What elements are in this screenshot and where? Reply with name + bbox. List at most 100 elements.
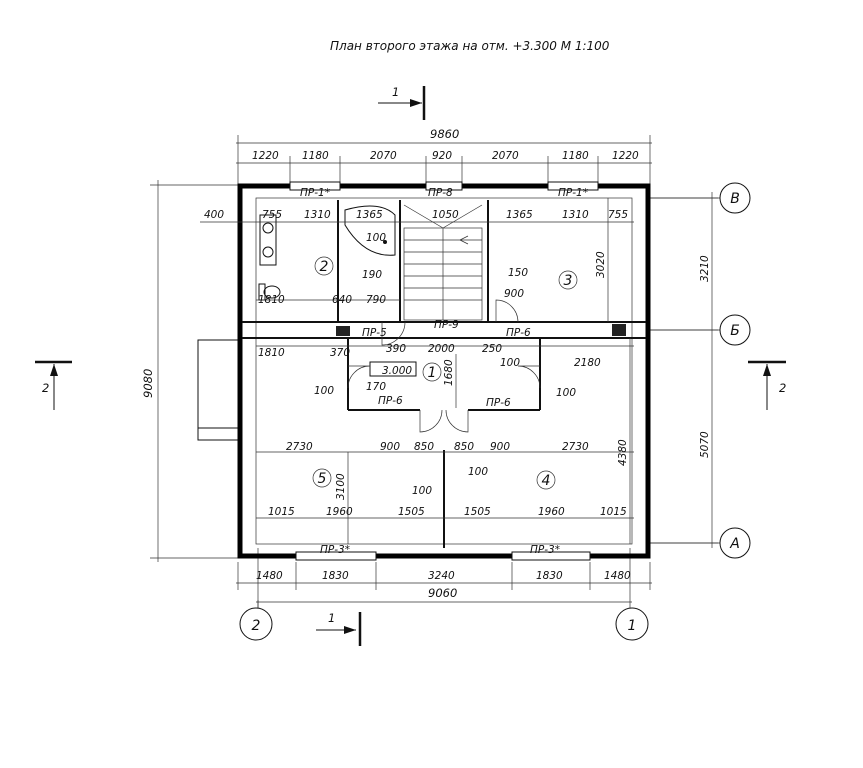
- svg-text:В: В: [730, 191, 740, 207]
- svg-text:1: 1: [628, 618, 637, 634]
- drawing-title: План второго этажа на отм. +3.300 М 1:10…: [330, 39, 610, 53]
- section-mark-1-top: 1: [378, 85, 426, 120]
- svg-text:1960: 1960: [538, 506, 565, 518]
- svg-text:1310: 1310: [562, 209, 589, 221]
- svg-text:900: 900: [490, 441, 510, 453]
- opening-pr6-c: ПР-6: [486, 397, 511, 409]
- room-1: 1: [428, 365, 437, 381]
- svg-text:1680: 1680: [443, 359, 455, 386]
- svg-text:790: 790: [366, 294, 386, 306]
- svg-text:1220: 1220: [612, 150, 639, 162]
- svg-text:390: 390: [386, 343, 406, 355]
- vent-block-right: [612, 324, 626, 336]
- axis-a: А: [650, 527, 751, 559]
- svg-text:1810: 1810: [258, 347, 285, 359]
- svg-text:100: 100: [556, 387, 576, 399]
- svg-text:850: 850: [454, 441, 474, 453]
- internal-dimensions: 400 755 1310 1365 1050 1365 1310 755 100…: [204, 209, 629, 518]
- svg-text:150: 150: [508, 267, 528, 279]
- bathtub: [344, 205, 396, 256]
- svg-text:1830: 1830: [322, 570, 349, 582]
- svg-text:170: 170: [366, 381, 386, 393]
- svg-text:900: 900: [504, 288, 524, 300]
- svg-text:755: 755: [608, 209, 628, 221]
- svg-text:1480: 1480: [256, 570, 283, 582]
- axis-2: 2: [239, 600, 273, 641]
- opening-pr5: ПР-5: [362, 327, 387, 339]
- opening-pr3-left: ПР-3*: [320, 544, 350, 556]
- dim-top-total: 9860: [430, 127, 459, 141]
- room-4: 4: [542, 473, 551, 489]
- bottom-windows: ПР-3* ПР-3*: [295, 544, 591, 561]
- doors: [347, 299, 541, 433]
- svg-text:920: 920: [432, 150, 452, 162]
- svg-text:1505: 1505: [398, 506, 425, 518]
- svg-text:190: 190: [362, 269, 382, 281]
- svg-text:3240: 3240: [428, 570, 455, 582]
- room-2: 2: [320, 259, 329, 275]
- washbasins: [259, 214, 277, 266]
- svg-text:400: 400: [204, 209, 224, 221]
- porch: [197, 339, 239, 441]
- svg-text:2070: 2070: [492, 150, 519, 162]
- svg-text:2730: 2730: [562, 441, 589, 453]
- left-dimension: 9080: [141, 180, 240, 562]
- svg-text:1180: 1180: [562, 150, 589, 162]
- opening-pr8: ПР-8: [428, 187, 453, 199]
- section-mark-2-left: 2: [35, 360, 72, 410]
- bottom-dimensions: 1480 1830 3240 1830 1480 9060: [236, 548, 652, 608]
- svg-text:2000: 2000: [428, 343, 455, 355]
- svg-text:1310: 1310: [304, 209, 331, 221]
- section-mark-1-bottom: 1: [316, 611, 362, 646]
- svg-text:1015: 1015: [268, 506, 295, 518]
- svg-text:1015: 1015: [600, 506, 627, 518]
- staircase: [403, 204, 483, 321]
- svg-text:850: 850: [414, 441, 434, 453]
- svg-text:1830: 1830: [536, 570, 563, 582]
- room-5: 5: [318, 471, 327, 487]
- top-windows: ПР-1* ПР-8 ПР-1*: [289, 181, 599, 199]
- svg-text:1: 1: [392, 85, 399, 99]
- svg-text:900: 900: [380, 441, 400, 453]
- svg-text:2: 2: [42, 381, 49, 395]
- svg-text:1220: 1220: [252, 150, 279, 162]
- vent-block-left: [336, 326, 350, 336]
- axis-b: Б: [650, 314, 751, 346]
- opening-pr9: ПР-9: [434, 319, 459, 331]
- opening-pr1-left: ПР-1*: [300, 187, 330, 199]
- interior-opening-labels: ПР-5 ПР-9 ПР-6 ПР-6 ПР-6: [362, 319, 531, 409]
- svg-text:3100: 3100: [335, 473, 347, 500]
- opening-pr6-b: ПР-6: [378, 395, 403, 407]
- opening-pr6-a: ПР-6: [506, 327, 531, 339]
- svg-text:640: 640: [332, 294, 352, 306]
- room-3: 3: [564, 273, 573, 289]
- svg-text:370: 370: [330, 347, 350, 359]
- svg-text:1505: 1505: [464, 506, 491, 518]
- svg-text:1: 1: [328, 611, 335, 625]
- svg-text:5070: 5070: [699, 431, 711, 458]
- svg-text:1180: 1180: [302, 150, 329, 162]
- axis-1: 1: [615, 607, 649, 641]
- top-dimensions: 9860 1220 1180 2070 920 2070 1180 1220: [236, 127, 652, 185]
- svg-text:3.000: 3.000: [382, 365, 412, 377]
- svg-text:100: 100: [468, 466, 488, 478]
- svg-text:2: 2: [252, 618, 261, 634]
- svg-text:2: 2: [779, 381, 786, 395]
- svg-text:2730: 2730: [286, 441, 313, 453]
- svg-text:А: А: [729, 536, 740, 552]
- svg-text:1050: 1050: [432, 209, 459, 221]
- axis-v: В: [650, 182, 751, 214]
- svg-text:755: 755: [262, 209, 282, 221]
- svg-text:9080: 9080: [141, 369, 155, 398]
- svg-text:1365: 1365: [506, 209, 533, 221]
- stair-opening: [369, 361, 417, 377]
- section-mark-2-right: 2: [748, 360, 786, 410]
- svg-text:3210: 3210: [699, 255, 711, 282]
- svg-text:3020: 3020: [595, 251, 607, 278]
- svg-text:100: 100: [500, 357, 520, 369]
- internal-dim-lines: [200, 198, 634, 544]
- svg-text:100: 100: [314, 385, 334, 397]
- dim-bottom-total: 9060: [428, 586, 457, 600]
- svg-text:Б: Б: [730, 323, 740, 339]
